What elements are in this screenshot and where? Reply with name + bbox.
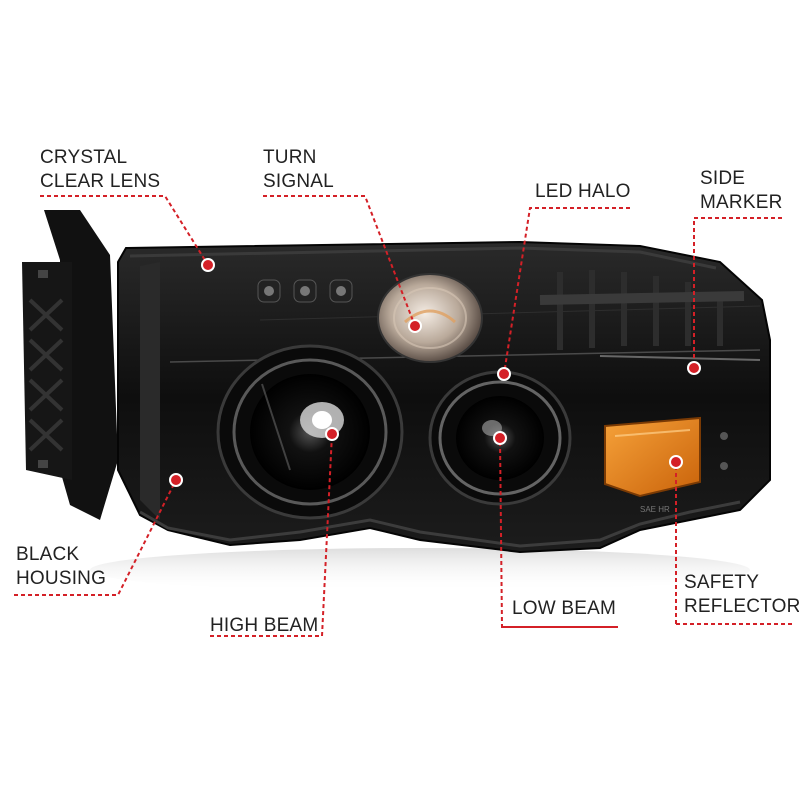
label-line: REFLECTOR: [684, 596, 799, 617]
turn-signal-lamp: [377, 273, 483, 363]
mounting-bracket: [22, 210, 118, 520]
label-line: LED HALO: [535, 181, 631, 202]
leader-black-housing: [14, 479, 177, 596]
leader-safety-reflector: [675, 462, 795, 625]
label-line: SIDE: [700, 168, 746, 189]
high-beam-projector: [216, 344, 404, 520]
marking-text: SAE HR: [640, 505, 670, 514]
leader-turn-signal: [263, 195, 416, 327]
label-line: BLACK: [16, 544, 80, 565]
leader-lines: [14, 195, 795, 637]
label-line: HIGH BEAM: [210, 615, 319, 636]
label-line: CLEAR LENS: [40, 171, 161, 192]
label-crystal-clear-lens: CRYSTAL CLEAR LENS: [40, 146, 160, 194]
label-safety-reflector: SAFETY REFLECTOR: [684, 571, 799, 619]
leader-led-halo: [503, 207, 630, 375]
side-marker-fins: [557, 270, 723, 350]
leader-high-beam: [210, 433, 333, 637]
leader-side-marker: [693, 217, 782, 368]
label-line: HOUSING: [16, 568, 107, 589]
label-low-beam: LOW BEAM: [512, 597, 616, 621]
label-high-beam: HIGH BEAM: [210, 614, 318, 638]
leader-low-beam: [499, 437, 618, 628]
label-side-marker: SIDE MARKER: [700, 167, 783, 215]
label-line: TURN: [263, 147, 317, 168]
label-black-housing: BLACK HOUSING: [16, 543, 106, 591]
label-line: MARKER: [700, 192, 783, 213]
floor-shadow: [90, 548, 750, 592]
safety-reflector-amber: [604, 416, 701, 498]
label-turn-signal: TURN SIGNAL: [263, 146, 334, 194]
label-led-halo: LED HALO: [535, 180, 631, 204]
label-line: LOW BEAM: [512, 598, 617, 619]
callout-dots: [169, 258, 701, 487]
led-buttons: [257, 279, 353, 303]
label-line: CRYSTAL: [40, 147, 128, 168]
label-line: SAFETY: [684, 572, 760, 593]
label-line: SIGNAL: [263, 171, 334, 192]
